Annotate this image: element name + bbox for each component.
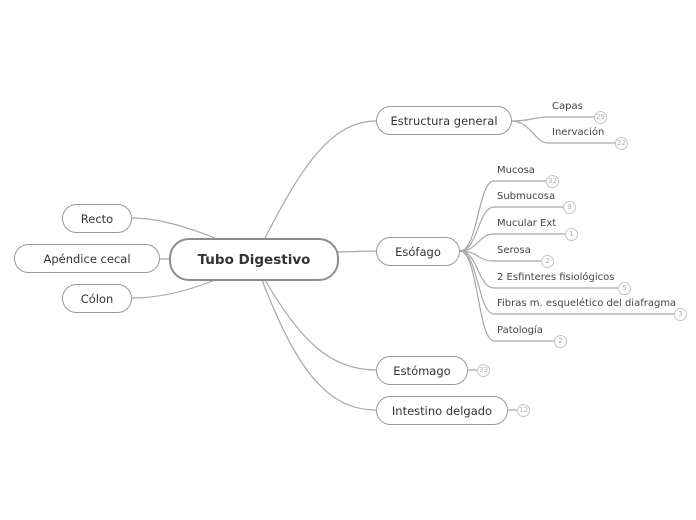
subtopic-fibras-diafragma[interactable]: Fibras m. esquelético del diafragma (497, 298, 677, 309)
topic-estomago[interactable]: Estómago (376, 356, 468, 385)
connector-inervacion (511, 120, 615, 144)
connector-capas (511, 116, 594, 122)
count-badge-mucosa[interactable]: 32 (546, 175, 559, 188)
connector-intestino (261, 279, 377, 411)
connector-patologia (459, 250, 554, 342)
count-badge-mucular-ext[interactable]: 1 (565, 228, 578, 241)
subtopic-patologia[interactable]: Patología (497, 325, 543, 336)
count-badge-serosa[interactable]: 2 (541, 255, 554, 268)
count-badge-esfinteres[interactable]: 5 (618, 282, 631, 295)
subtopic-inervacion[interactable]: Inervación (552, 127, 605, 138)
connector-colon (131, 279, 216, 299)
count-badge-estomago[interactable]: 33 (477, 364, 490, 377)
count-badge-intestino[interactable]: 12 (517, 404, 530, 417)
connector-mucular (459, 233, 565, 252)
topic-intestino-delgado[interactable]: Intestino delgado (376, 396, 508, 425)
subtopic-submucosa[interactable]: Submucosa (497, 191, 556, 202)
subtopic-serosa[interactable]: Serosa (497, 245, 531, 256)
connector-serosa (459, 250, 541, 262)
topic-esofago[interactable]: Esófago (376, 237, 460, 266)
connector-recto (131, 217, 216, 239)
connector-submucosa (459, 206, 563, 252)
subtopic-mucosa[interactable]: Mucosa (497, 165, 535, 176)
subtopic-capas[interactable]: Capas (552, 101, 583, 112)
connector-esofago (337, 250, 377, 253)
count-badge-submucosa[interactable]: 9 (563, 201, 576, 214)
connector-estomago (264, 279, 377, 371)
connector-estructura (264, 120, 377, 239)
count-badge-capas[interactable]: 29 (594, 111, 607, 124)
count-badge-fibras[interactable]: 3 (674, 308, 687, 321)
connector-mucosa (459, 180, 546, 252)
count-badge-inervacion[interactable]: 22 (615, 137, 628, 150)
count-badge-patologia[interactable]: 2 (554, 335, 567, 348)
topic-apendice-cecal[interactable]: Apéndice cecal (14, 244, 160, 273)
topic-recto[interactable]: Recto (62, 204, 132, 233)
subtopic-mucular-ext[interactable]: Mucular Ext (497, 218, 557, 229)
central-topic[interactable]: Tubo Digestivo (169, 238, 339, 281)
topic-estructura-general[interactable]: Estructura general (376, 106, 512, 135)
subtopic-esfinteres[interactable]: 2 Esfinteres fisiológicos (497, 272, 615, 283)
topic-colon[interactable]: Cólon (62, 284, 132, 313)
connector-esfinteres (459, 250, 618, 289)
